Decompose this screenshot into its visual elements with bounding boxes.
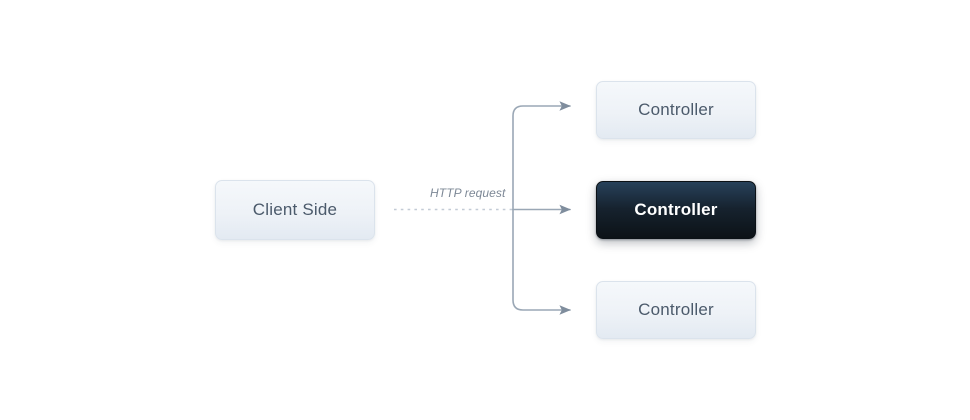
node-controller-middle-label: Controller — [634, 200, 718, 219]
edge-trunk-to-controller-top — [512, 101, 571, 211]
node-controller-bottom-label: Controller — [638, 300, 714, 319]
node-client-side-label: Client Side — [252, 200, 338, 219]
node-controller-top-label: Controller — [638, 100, 714, 119]
node-controller-top[interactable]: Controller — [596, 81, 756, 139]
node-controller-bottom[interactable]: Controller — [596, 281, 756, 339]
edge-label-http-request: HTTP request — [430, 186, 506, 200]
node-client-side[interactable]: Client Side — [215, 180, 375, 240]
node-controller-middle[interactable]: Controller — [596, 181, 756, 239]
edge-trunk-to-controller-bottom — [512, 208, 571, 315]
